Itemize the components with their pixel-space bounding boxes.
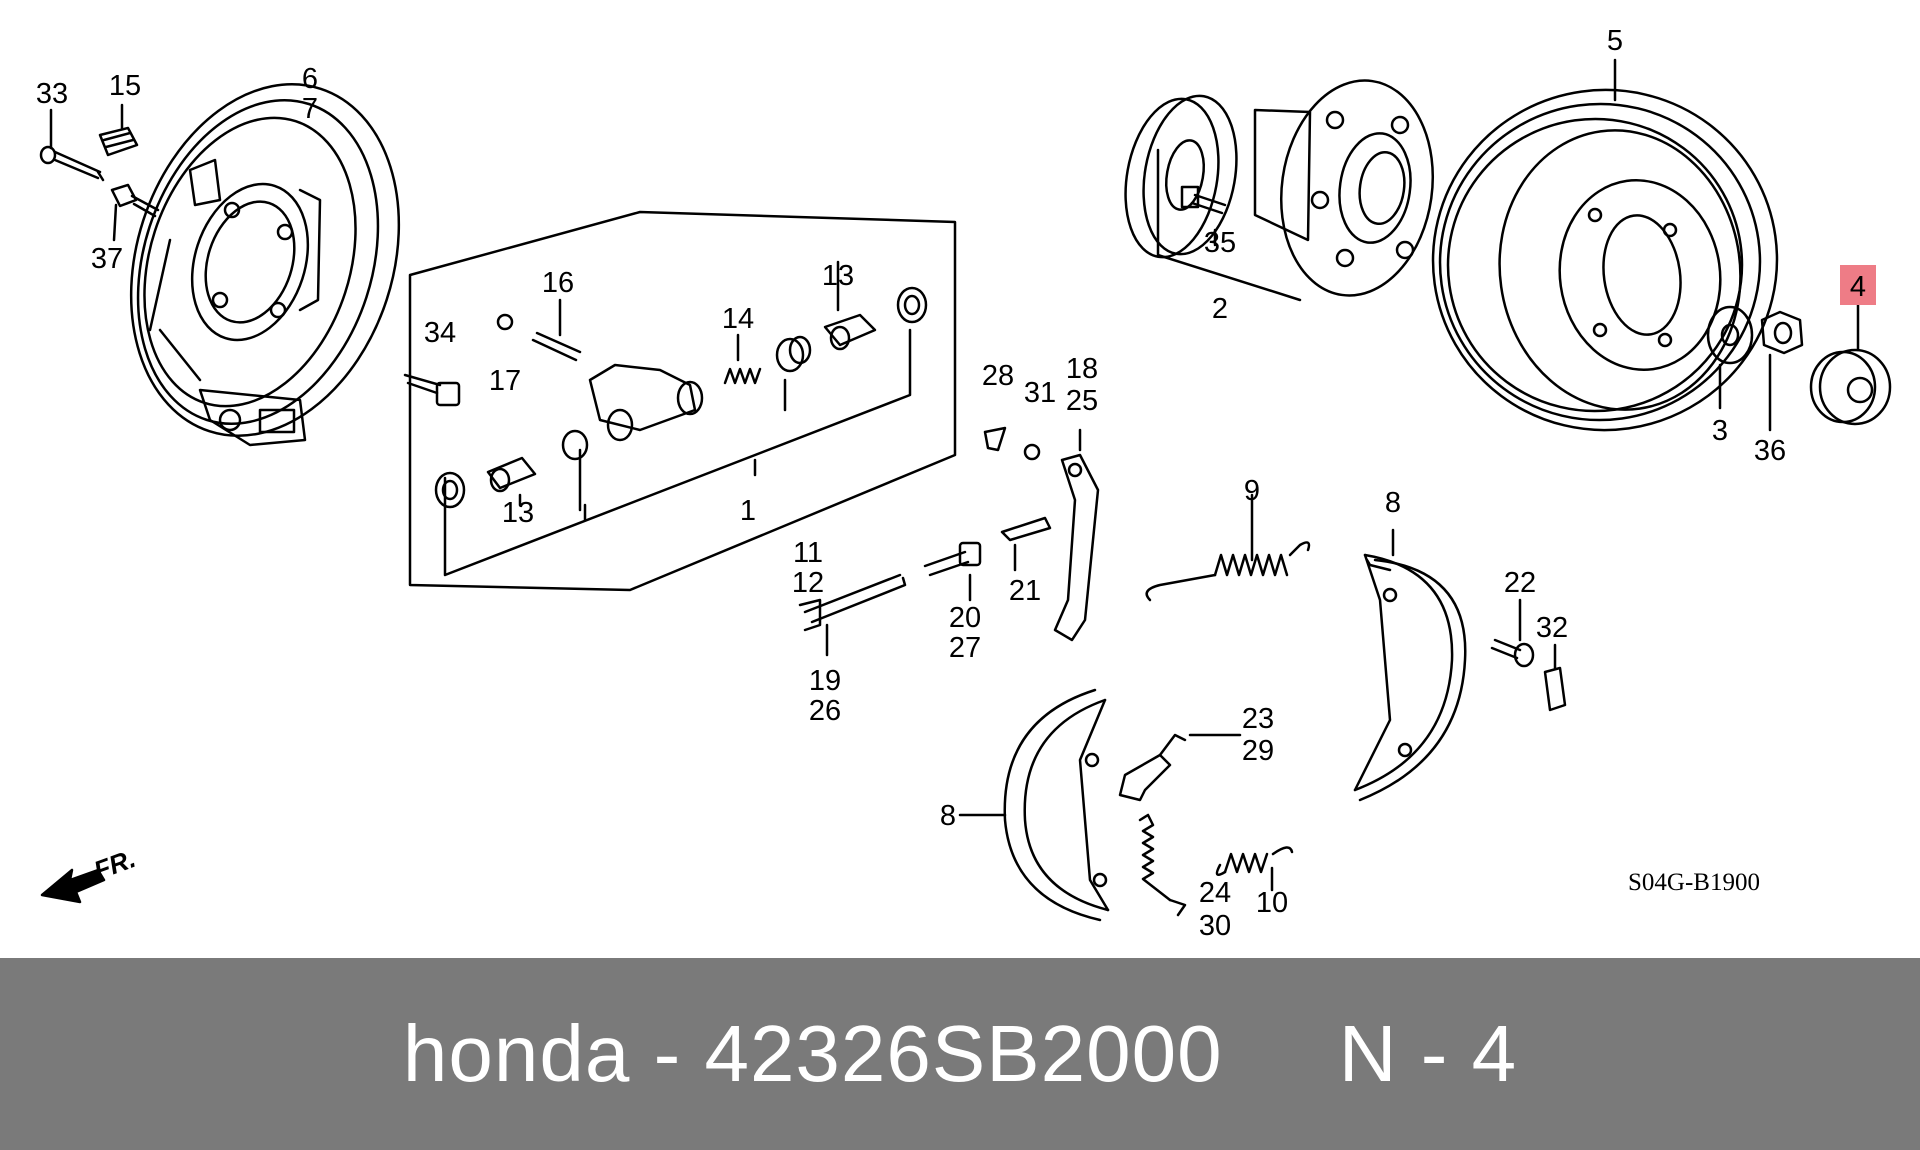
callout-37: 37 — [91, 243, 123, 275]
callout-12: 12 — [792, 567, 824, 599]
callout-18: 18 — [1066, 353, 1098, 385]
callout-26: 26 — [809, 695, 841, 727]
callout-29: 29 — [1242, 735, 1274, 767]
spring-24 — [1138, 813, 1187, 917]
callout-4: 4 — [1850, 271, 1866, 303]
callout-10: 10 — [1256, 887, 1288, 919]
front-arrow — [40, 868, 106, 904]
callout-17: 17 — [489, 365, 521, 397]
callout-24: 24 — [1199, 877, 1231, 909]
parts-diagram: 33 15 6 7 37 34 16 17 14 13 13 1 11 12 1… — [36, 25, 1892, 942]
callout-25: 25 — [1066, 385, 1098, 417]
callout-20: 20 — [949, 602, 981, 634]
banner-text: honda - 42326SB2000 N - 4 — [402, 1009, 1518, 1098]
callout-30: 30 — [1199, 910, 1231, 942]
clip-15 — [98, 103, 139, 157]
brake-shoe-right — [1353, 528, 1467, 802]
callout-5: 5 — [1607, 25, 1623, 57]
callout-6: 6 — [302, 63, 318, 95]
adjuster-parts — [798, 426, 1100, 657]
backing-plate — [129, 83, 401, 447]
callout-22: 22 — [1504, 567, 1536, 599]
callout-2: 2 — [1212, 293, 1228, 325]
front-label: FR. — [90, 843, 140, 886]
callout-7: 7 — [302, 93, 318, 125]
callout-34: 34 — [424, 317, 456, 349]
spring-9 — [1145, 493, 1311, 602]
brake-shoe-left — [958, 688, 1110, 922]
brake-drum — [1431, 58, 1779, 432]
callouts: 33 15 6 7 37 34 16 17 14 13 13 1 11 12 1… — [36, 25, 1866, 942]
callout-3: 3 — [1712, 415, 1728, 447]
callout-19: 19 — [809, 665, 841, 697]
part-number-banner: honda - 42326SB2000 N - 4 — [0, 958, 1920, 1150]
lever-23 — [1118, 733, 1242, 802]
callout-8-left: 8 — [940, 800, 956, 832]
wheel-cylinder-group — [403, 210, 957, 592]
callout-23: 23 — [1242, 703, 1274, 735]
callout-33: 33 — [36, 78, 68, 110]
drawing-code: S04G-B1900 — [1628, 869, 1760, 896]
callout-32: 32 — [1536, 612, 1568, 644]
callout-31: 31 — [1024, 377, 1056, 409]
bolt-33 — [39, 108, 105, 182]
callout-35: 35 — [1204, 227, 1236, 259]
callout-13-bottom: 13 — [502, 497, 534, 529]
callout-14: 14 — [722, 303, 754, 335]
bolt-22 — [1490, 598, 1567, 712]
nut-36 — [1760, 310, 1804, 432]
hub-assembly — [1124, 79, 1435, 302]
callout-15: 15 — [109, 70, 141, 102]
callout-8-right: 8 — [1385, 487, 1401, 519]
callout-9: 9 — [1244, 475, 1260, 507]
hub-cap-4 — [1809, 303, 1892, 426]
callout-4-highlight — [1840, 265, 1876, 305]
callout-36: 36 — [1754, 435, 1786, 467]
spring-10 — [1215, 846, 1294, 892]
callout-11: 11 — [793, 537, 823, 569]
callout-1: 1 — [740, 495, 756, 527]
callout-28: 28 — [982, 360, 1014, 392]
callout-21: 21 — [1009, 575, 1041, 607]
bleeder-37 — [110, 183, 160, 242]
callout-27: 27 — [949, 632, 981, 664]
washer-3 — [1706, 305, 1754, 410]
callout-16: 16 — [542, 267, 574, 299]
callout-13-top: 13 — [822, 260, 854, 292]
